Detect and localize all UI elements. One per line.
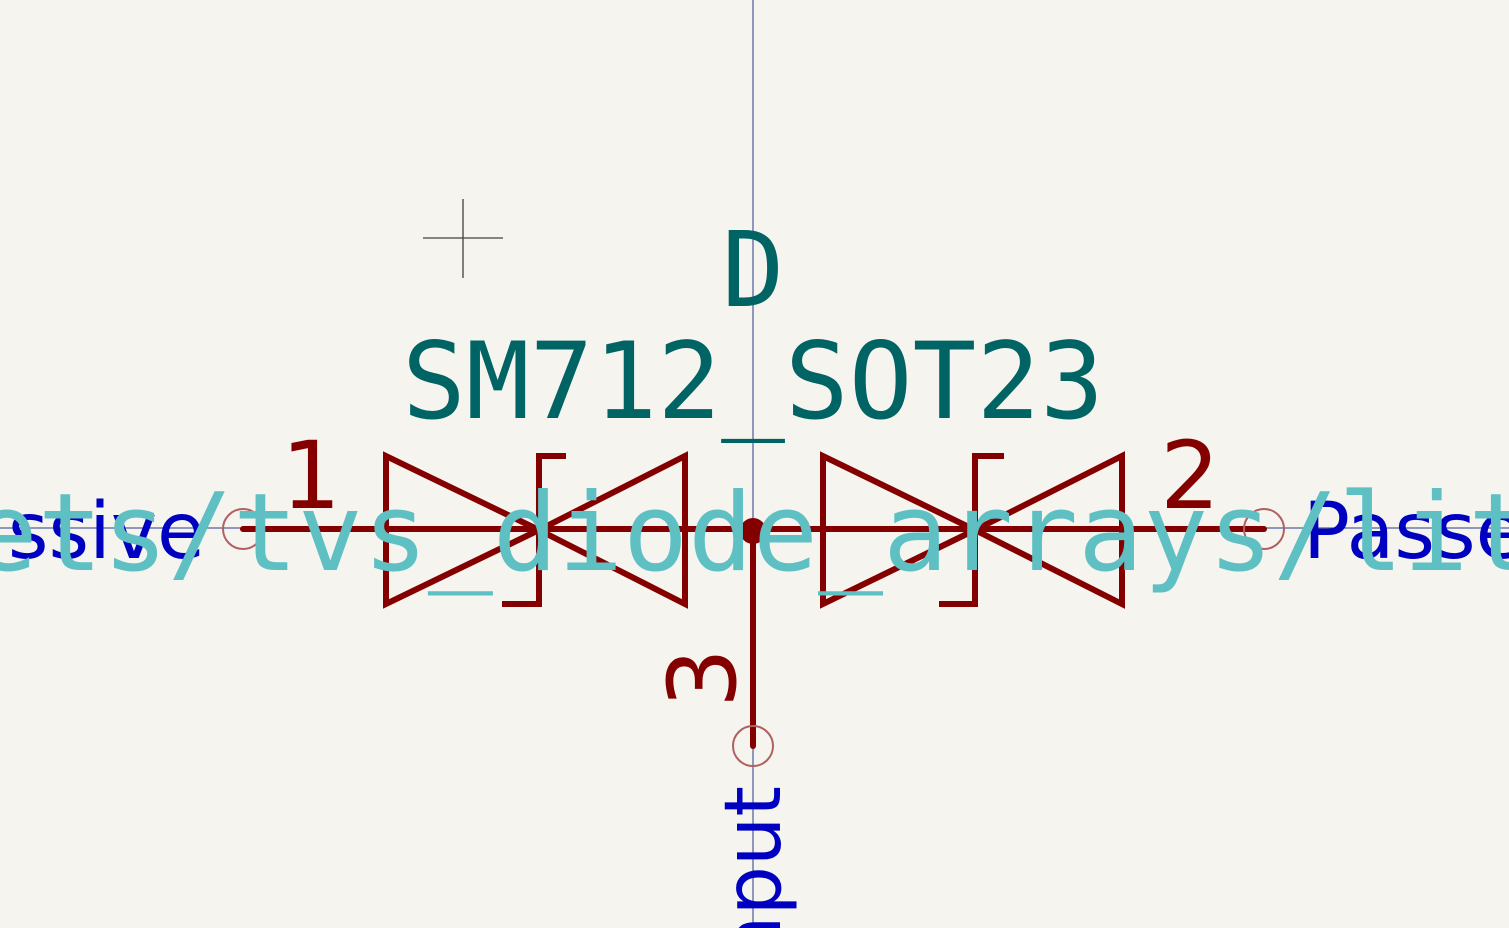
reference-field[interactable]: D: [722, 209, 785, 331]
datasheet-field[interactable]: heets/tvs_diode_arrays/litte: [0, 471, 1509, 596]
tvs-diode-right[interactable]: [820, 451, 1125, 609]
pin-1-type-label: ssive: [8, 487, 205, 577]
pin-3-number: 3: [649, 648, 758, 708]
pin-3-type-label: nput: [709, 786, 799, 928]
junction-dot: [740, 518, 766, 544]
tvs-diode-left[interactable]: [383, 451, 688, 609]
pin-1-connection-point[interactable]: [222, 508, 264, 550]
crosshair-cursor-icon: [423, 199, 503, 278]
pin-2-connection-point[interactable]: [1243, 508, 1285, 550]
pin-3-connection-point[interactable]: [732, 725, 774, 767]
value-field[interactable]: SM712_SOT23: [402, 320, 1104, 443]
pin-2-type-label: Passe: [1303, 487, 1509, 577]
pin-1-number: 1: [281, 422, 341, 531]
pin-2-number: 2: [1160, 422, 1220, 531]
